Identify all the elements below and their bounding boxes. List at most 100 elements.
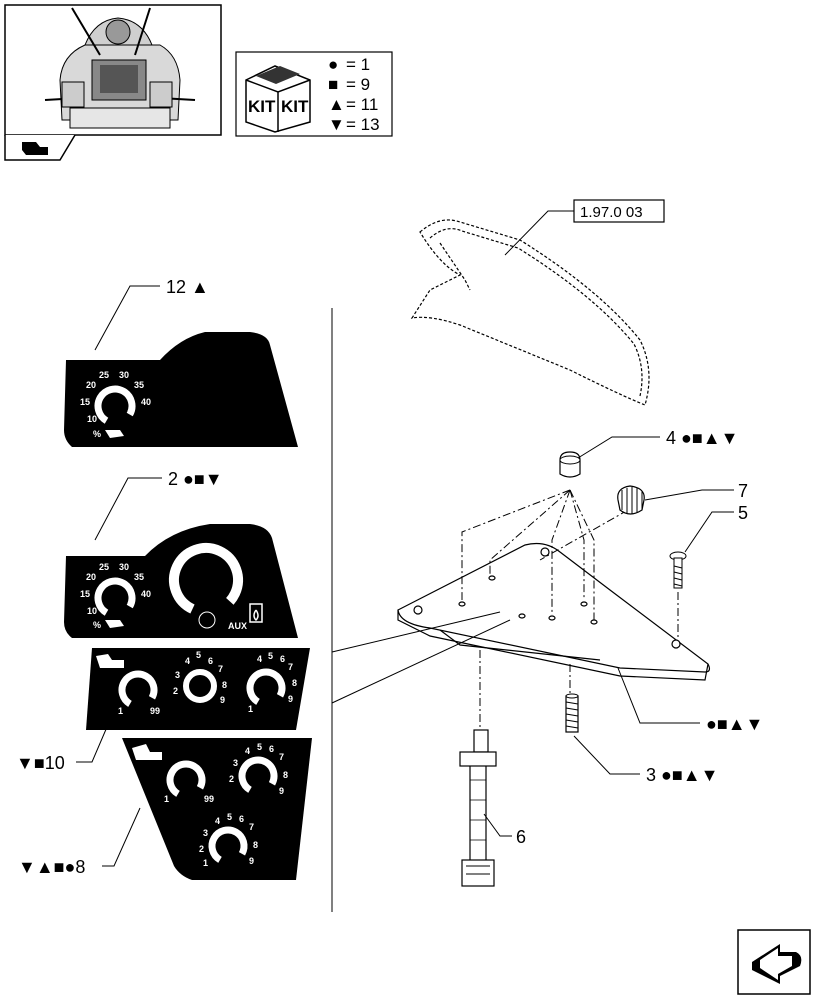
svg-text:▼▲■●8: ▼▲■●8 — [18, 857, 85, 877]
svg-text:1: 1 — [164, 794, 169, 804]
svg-text:3: 3 — [175, 670, 180, 680]
svg-text:1: 1 — [203, 858, 208, 868]
decal-8[interactable]: 1 99 4 5 6 7 3 8 2 9 4 5 6 7 3 8 2 9 1 — [122, 738, 312, 880]
svg-text:8: 8 — [283, 770, 288, 780]
svg-text:25: 25 — [99, 562, 109, 572]
svg-text:4: 4 — [257, 654, 262, 664]
svg-text:8: 8 — [222, 680, 227, 690]
svg-text:35: 35 — [134, 380, 144, 390]
svg-text:9: 9 — [279, 786, 284, 796]
callout-3[interactable]: 3 ●■▲▼ — [573, 735, 718, 785]
svg-text:6: 6 — [516, 827, 526, 847]
svg-text:3: 3 — [233, 758, 238, 768]
tractor-thumbnail[interactable] — [4, 4, 222, 161]
svg-text:30: 30 — [119, 370, 129, 380]
svg-text:3: 3 — [203, 828, 208, 838]
svg-text:8: 8 — [253, 840, 258, 850]
armrest-dashed-outline — [410, 219, 650, 406]
reference-callout[interactable]: 1.97.0 03 — [504, 199, 665, 256]
callout-5[interactable]: 5 — [684, 503, 748, 553]
svg-text:10: 10 — [87, 414, 97, 424]
svg-text:8: 8 — [292, 678, 297, 688]
svg-text:40: 40 — [141, 397, 151, 407]
svg-text:9: 9 — [288, 694, 293, 704]
svg-text:7: 7 — [288, 662, 293, 672]
svg-text:9: 9 — [249, 856, 254, 866]
svg-text:1: 1 — [118, 706, 123, 716]
part-3-spacer[interactable] — [565, 693, 579, 733]
kit-box-icon — [245, 65, 311, 133]
svg-text:6: 6 — [239, 814, 244, 824]
svg-text:6: 6 — [280, 654, 285, 664]
svg-text:2 ●■▼: 2 ●■▼ — [168, 469, 223, 489]
svg-text:9: 9 — [220, 695, 225, 705]
callout-2[interactable]: 2 ●■▼ — [94, 469, 223, 541]
svg-text:40: 40 — [141, 589, 151, 599]
svg-text:1: 1 — [248, 704, 253, 714]
svg-text:35: 35 — [134, 572, 144, 582]
callout-4[interactable]: 4 ●■▲▼ — [577, 428, 738, 459]
callout-6[interactable]: 6 — [483, 813, 526, 847]
svg-text:7: 7 — [279, 752, 284, 762]
svg-text:15: 15 — [80, 397, 90, 407]
kit-label-right: KIT — [281, 97, 309, 116]
svg-text:20: 20 — [86, 572, 96, 582]
callout-12[interactable]: 12 ▲ — [94, 277, 209, 351]
svg-text:2: 2 — [199, 844, 204, 854]
svg-text:15: 15 — [80, 589, 90, 599]
svg-text:7: 7 — [738, 481, 748, 501]
callout-10[interactable]: ▼■10 — [16, 719, 111, 773]
tractor-icon — [96, 654, 124, 668]
decal-2[interactable]: 25 30 20 35 15 40 10 % AUX — [64, 524, 298, 638]
svg-text:10: 10 — [87, 606, 97, 616]
svg-text:20: 20 — [86, 380, 96, 390]
legend-symbol-square: ■ — [328, 75, 338, 94]
svg-text:4: 4 — [185, 656, 190, 666]
svg-text:25: 25 — [99, 370, 109, 380]
reference-label: 1.97.0 03 — [580, 204, 643, 221]
svg-text:5: 5 — [257, 742, 262, 752]
callout-7[interactable]: 7 — [644, 481, 748, 501]
part-4-knob[interactable] — [559, 451, 581, 478]
decal-12[interactable]: 25 30 20 35 15 40 10 % — [64, 332, 298, 447]
large-dial — [169, 543, 243, 617]
svg-text:5: 5 — [268, 651, 273, 661]
svg-text:6: 6 — [269, 744, 274, 754]
svg-text:7: 7 — [249, 822, 254, 832]
svg-text:2: 2 — [229, 774, 234, 784]
next-page-arrow-icon[interactable] — [737, 929, 811, 995]
decal-10[interactable]: 1 99 5 4 6 7 3 8 2 9 4 5 6 7 8 9 1 — [86, 648, 310, 730]
svg-text:99: 99 — [150, 706, 160, 716]
part-7-knurled-knob[interactable] — [617, 485, 645, 515]
svg-text:5: 5 — [738, 503, 748, 523]
svg-text:4: 4 — [215, 816, 220, 826]
svg-text:5: 5 — [196, 650, 201, 660]
part-6-potentiometer-cable[interactable] — [459, 729, 497, 887]
svg-text:2: 2 — [173, 686, 178, 696]
svg-text:5: 5 — [227, 812, 232, 822]
legend-value-triangle-down: = 13 — [346, 115, 380, 134]
svg-text:99: 99 — [204, 794, 214, 804]
part-5-screw[interactable] — [669, 551, 687, 589]
callout-plate[interactable]: ●■▲▼ — [617, 667, 763, 734]
legend-value-square: = 9 — [346, 75, 370, 94]
svg-text:30: 30 — [119, 562, 129, 572]
svg-text:AUX: AUX — [228, 621, 247, 631]
legend-symbol-triangle-down: ▼ — [328, 115, 345, 134]
svg-text:6: 6 — [208, 656, 213, 666]
svg-text:●■▲▼: ●■▲▼ — [706, 714, 763, 734]
svg-text:▼■10: ▼■10 — [16, 753, 65, 773]
legend-value-circle: = 1 — [346, 55, 370, 74]
armrest-plate[interactable] — [397, 542, 711, 681]
callout-8[interactable]: ▼▲■●8 — [18, 807, 141, 877]
legend-symbol-circle: ● — [328, 55, 338, 74]
svg-text:3 ●■▲▼: 3 ●■▲▼ — [646, 765, 718, 785]
legend-symbol-triangle-up: ▲ — [328, 95, 345, 114]
tractor-icon — [105, 430, 124, 438]
svg-text:%: % — [93, 429, 101, 439]
svg-text:4: 4 — [245, 746, 250, 756]
svg-text:%: % — [93, 620, 101, 630]
kit-legend: KIT KIT ● = 1 ■ = 9 ▲ = 11 ▼ = 13 — [235, 51, 393, 137]
